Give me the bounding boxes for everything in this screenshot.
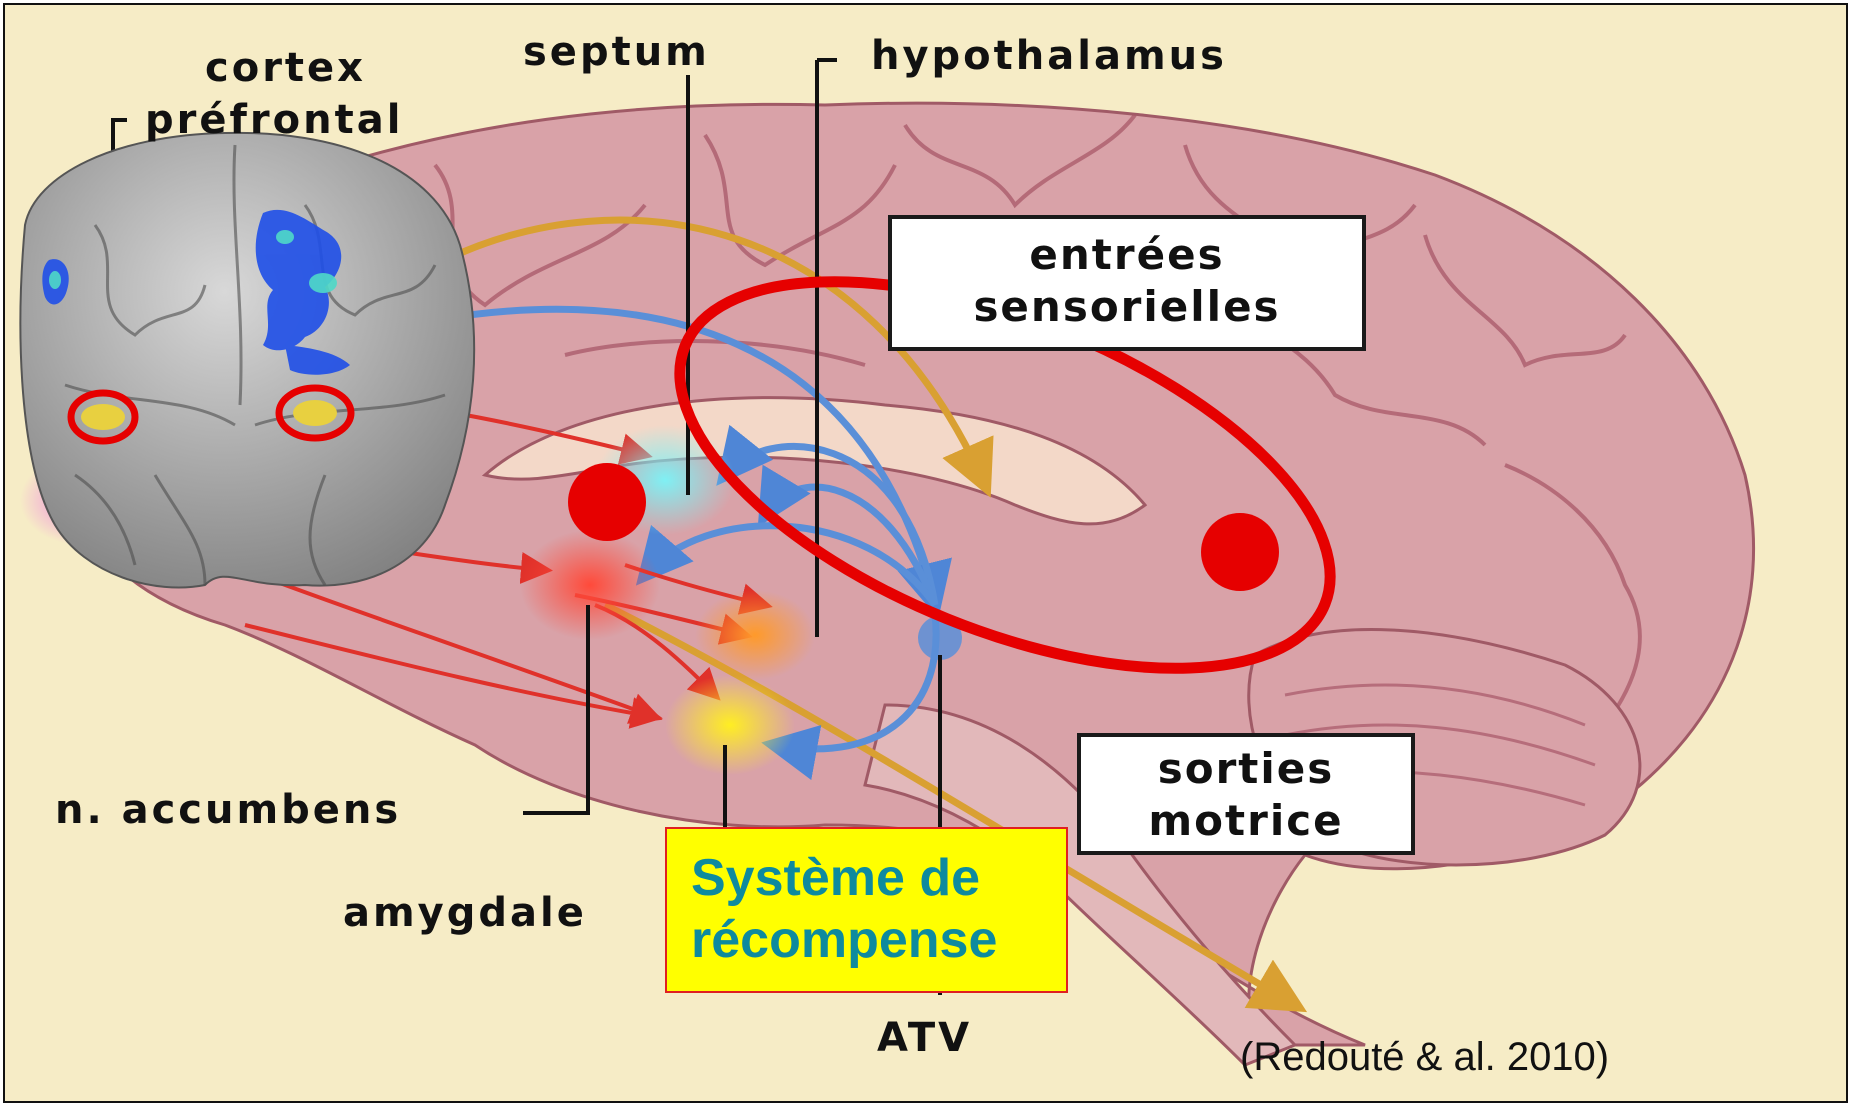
septum-label: septum: [523, 29, 710, 75]
motor-output-line1: sorties: [1081, 743, 1411, 795]
atv-label: ATV: [877, 1015, 972, 1061]
red-marker-cortex: [1201, 513, 1279, 591]
motor-output-box: sorties motrice: [1077, 733, 1415, 855]
amygdale-label: amygdale: [343, 890, 587, 936]
sensory-input-line1: entrées: [892, 229, 1362, 281]
red-marker-septum: [568, 463, 646, 541]
amygdala-glow: [665, 675, 795, 775]
right-orbitofrontal-spot: [293, 400, 337, 426]
prefrontal-cortex-inset: [20, 133, 474, 588]
cortex-label-line1: cortex: [205, 45, 366, 91]
reward-system-line1: Système de: [691, 847, 1066, 909]
sensory-input-box: entrées sensorielles: [888, 215, 1366, 351]
left-orbitofrontal-spot: [81, 404, 125, 430]
cortex-label-line2: préfrontal: [145, 97, 403, 143]
hypothalamus-label: hypothalamus: [871, 33, 1227, 79]
reward-system-box: Système de récompense: [665, 827, 1068, 993]
accumbens-label: n. accumbens: [55, 787, 401, 833]
citation: (Redouté & al. 2010): [1240, 1035, 1609, 1080]
sensory-input-line2: sensorielles: [892, 281, 1362, 333]
hypothalamus-glow: [695, 590, 815, 680]
figure-frame: cortex préfrontal septum hypothalamus n.…: [3, 3, 1848, 1103]
motor-output-line2: motrice: [1081, 795, 1411, 847]
reward-system-line2: récompense: [691, 909, 1066, 971]
